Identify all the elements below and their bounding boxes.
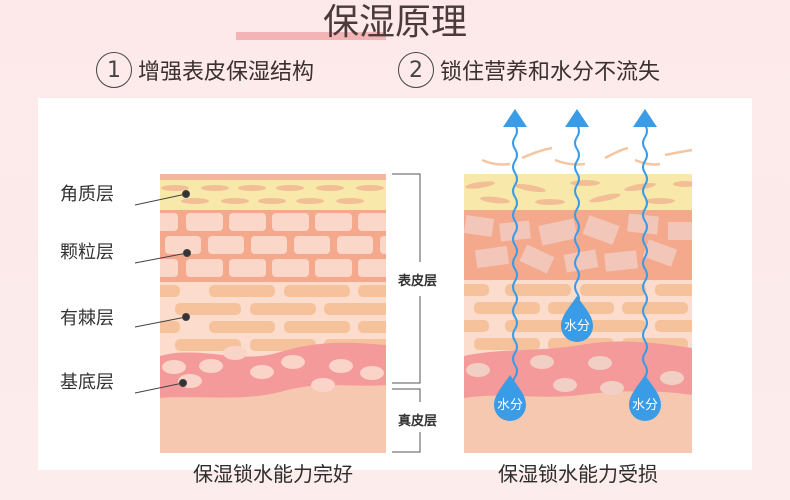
number-badge: 1 xyxy=(96,52,132,88)
water-drop-icon xyxy=(561,296,593,342)
arrow-up-icon xyxy=(565,109,589,127)
caption-healthy: 保湿锁水能力完好 xyxy=(193,462,353,486)
label-pointers xyxy=(134,190,191,394)
water-drops xyxy=(494,296,661,421)
flaking-skin xyxy=(481,146,693,166)
water-drop-icon xyxy=(629,375,661,421)
label-basal-layer: 基底层 xyxy=(60,372,114,393)
label-stratum-corneum: 角质层 xyxy=(60,184,114,205)
drop-label: 水分 xyxy=(563,319,590,334)
point-text: 锁住营养和水分不流失 xyxy=(440,60,661,85)
arrow-up-icon xyxy=(503,109,527,127)
healthy-skin xyxy=(160,174,386,453)
drop-label: 水分 xyxy=(496,398,523,413)
label-dermis: 真皮层 xyxy=(398,414,438,429)
arrow-up-icon xyxy=(633,109,657,127)
drop-label: 水分 xyxy=(631,398,658,413)
layer-brackets xyxy=(392,173,421,453)
point-1: 1 增强表皮保湿结构 xyxy=(96,52,314,88)
title-underline xyxy=(236,32,386,40)
water-escape-arrows xyxy=(512,124,648,402)
arrowheads xyxy=(503,109,657,127)
number-badge: 2 xyxy=(398,52,434,88)
point-2: 2 锁住营养和水分不流失 xyxy=(398,52,660,88)
point-text: 增强表皮保湿结构 xyxy=(138,60,315,85)
page-title: 保湿原理 xyxy=(322,2,467,43)
label-granular-layer: 颗粒层 xyxy=(60,242,114,263)
label-spinous-layer: 有棘层 xyxy=(60,308,114,329)
water-drop-icon xyxy=(494,375,526,421)
label-epidermis: 表皮层 xyxy=(398,274,438,289)
caption-damaged: 保湿锁水能力受损 xyxy=(498,462,658,486)
stratum-corneum xyxy=(160,180,386,210)
